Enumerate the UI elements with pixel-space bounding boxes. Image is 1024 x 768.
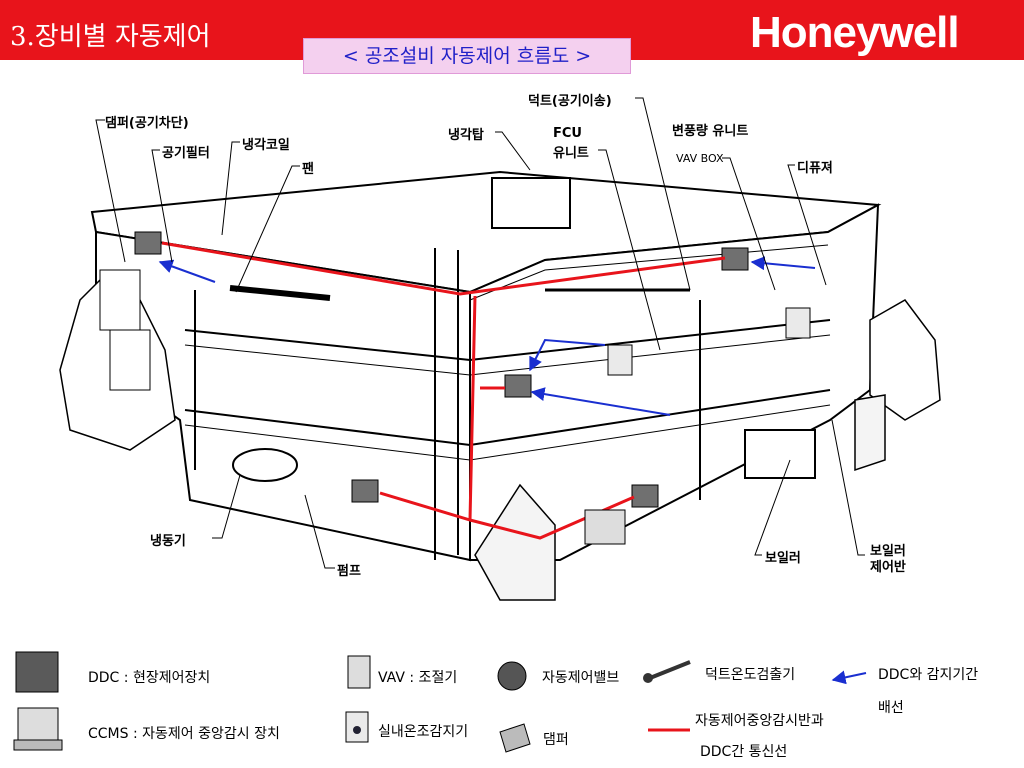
- legend-comm-line1: 자동제어중앙감시반과: [695, 713, 824, 729]
- room-sensor: [607, 344, 633, 376]
- ddc-device: [631, 484, 659, 508]
- comm-line: [161, 241, 726, 296]
- window: [99, 269, 141, 331]
- ddc-icon: [15, 651, 59, 693]
- room-sensor: [785, 307, 811, 339]
- boiler-unit: [744, 429, 816, 479]
- legend-icons: [13, 651, 867, 753]
- brick-column-right: [854, 394, 886, 472]
- blue-arrow-icon: [831, 670, 867, 685]
- floor-line: [184, 319, 831, 362]
- label-chiller: 냉동기: [150, 534, 186, 549]
- damper-icon: [499, 723, 531, 753]
- honeywell-logo: Honeywell: [750, 8, 960, 57]
- label-fcu-line2: 유니트: [553, 146, 589, 161]
- label-boiler: 보일러: [765, 551, 801, 566]
- ccms-icon: [17, 707, 59, 741]
- label-vav-box: VAV BOX: [676, 152, 724, 165]
- vav-icon: [347, 655, 371, 689]
- legend-ccms: CCMS : 자동제어 중앙감시 장치: [88, 726, 280, 742]
- label-boiler-panel-line2: 제어반: [870, 560, 906, 575]
- label-boiler-panel-line1: 보일러: [870, 544, 906, 559]
- rock-right: [869, 299, 941, 421]
- chiller-unit: [232, 448, 298, 482]
- wiring-line: [530, 387, 671, 416]
- label-air-filter: 공기필터: [162, 146, 210, 161]
- diagram-subtitle: < 공조설비 자동제어 흐름도 >: [303, 38, 631, 74]
- ddc-device: [504, 374, 532, 398]
- label-fcu-line1: FCU: [553, 126, 582, 141]
- cooling-tower: [491, 177, 571, 229]
- label-cooling-tower: 냉각탑: [448, 128, 484, 143]
- floor-line: [184, 334, 831, 376]
- label-duct: 덕트(공기이송): [528, 94, 612, 109]
- building-diagram: [59, 97, 941, 601]
- valve-icon: [497, 661, 527, 691]
- legend-ddc: DDC : 현장제어장치: [88, 670, 211, 686]
- legend-damper: 댐퍼: [543, 732, 569, 748]
- ddc-device: [351, 479, 379, 503]
- wiring-line: [529, 338, 606, 372]
- label-fan: 팬: [302, 162, 314, 177]
- legend-duct-sensor: 덕트온도검출기: [705, 667, 796, 683]
- ddc-device: [721, 247, 749, 271]
- legend-room-sensor: 실내온조감지기: [378, 724, 469, 740]
- wiring-line: [750, 256, 816, 271]
- label-cooling-coil: 냉각코일: [242, 138, 290, 153]
- label-pump: 펌프: [337, 564, 361, 579]
- label-vav-unit: 변풍량 유니트: [672, 124, 749, 139]
- wiring-line: [158, 259, 216, 283]
- window: [109, 329, 151, 391]
- legend-wiring-line2: 배선: [878, 700, 904, 716]
- ddc-device: [134, 231, 162, 255]
- ccms-computer: [584, 509, 626, 545]
- legend-wiring-line1: DDC와 감지기간: [878, 667, 979, 683]
- legend-comm-line2: DDC간 통신선: [700, 744, 788, 760]
- legend-vav: VAV : 조절기: [378, 670, 458, 686]
- label-damper: 댐퍼(공기차단): [105, 116, 189, 131]
- brick-column-center: [474, 483, 556, 601]
- legend-valve: 자동제어밸브: [542, 670, 620, 686]
- label-diffuser: 디퓨져: [797, 161, 833, 176]
- page-title: 3.장비별 자동제어: [10, 22, 211, 52]
- floor-line: [184, 389, 831, 447]
